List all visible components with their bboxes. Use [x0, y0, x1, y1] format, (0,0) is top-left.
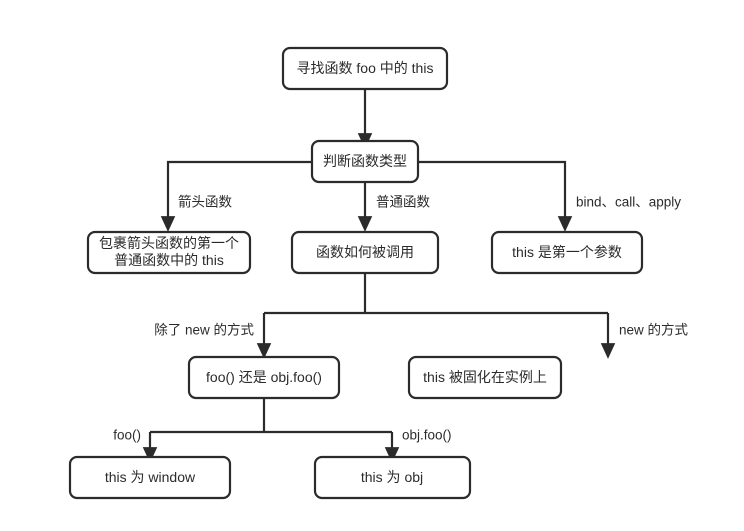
- node-fixed-inst-box: [407, 355, 563, 400]
- edge-label-new-way: new 的方式: [619, 323, 689, 338]
- edge-label-arrow-fn: 箭头函数: [178, 194, 232, 210]
- node-arrow-wrap-label-line1: 包裹箭头函数的第一个: [99, 235, 239, 251]
- node-first-arg: this 是第一个参数: [490, 230, 644, 275]
- node-foo-or-obj-label: foo() 还是 obj.foo(): [206, 369, 322, 385]
- node-arrow-wrap-label-line2: 普通函数中的 this: [114, 252, 224, 268]
- node-judge-type: 判断函数类型: [310, 139, 420, 184]
- edge-label-plain-foo: foo(): [113, 428, 141, 443]
- node-first-arg-box: [490, 230, 644, 275]
- node-start-box: [281, 46, 449, 91]
- node-arrow-wrap-box: [86, 230, 252, 275]
- node-how-called-box: [290, 230, 440, 275]
- edge-label-obj-foo: obj.foo(): [402, 428, 452, 443]
- node-foo-or-obj-box: [187, 355, 341, 400]
- edge-label-except-new: 除了 new 的方式: [154, 323, 254, 338]
- node-judge-type-label: 判断函数类型: [323, 153, 407, 169]
- node-start-label: 寻找函数 foo 中的 this: [297, 60, 434, 76]
- edge-judge-type-to-arrow-wrap: [160, 160, 312, 232]
- edge-label-bind-call-apply: bind、call、apply: [576, 195, 681, 210]
- node-this-obj-label: this 为 obj: [361, 469, 423, 485]
- edge-judge-type-to-first-arg: [418, 160, 573, 232]
- edge-label-normal-fn: 普通函数: [376, 195, 430, 210]
- node-this-window-label: this 为 window: [105, 469, 196, 485]
- node-how-called: 函数如何被调用: [290, 230, 440, 275]
- node-fixed-inst: this 被固化在实例上: [407, 355, 563, 400]
- node-arrow-wrap: 包裹箭头函数的第一个 普通函数中的 this: [86, 230, 252, 275]
- node-how-called-label: 函数如何被调用: [316, 244, 414, 260]
- node-first-arg-label: this 是第一个参数: [512, 244, 622, 260]
- node-this-window-box: [68, 455, 232, 500]
- node-fixed-inst-label: this 被固化在实例上: [423, 369, 547, 385]
- node-this-obj-box: [313, 455, 472, 500]
- node-start: 寻找函数 foo 中的 this: [281, 46, 449, 91]
- node-this-obj: this 为 obj: [313, 455, 472, 500]
- node-foo-or-obj: foo() 还是 obj.foo(): [187, 355, 341, 400]
- node-this-window: this 为 window: [68, 455, 232, 500]
- node-judge-type-box: [310, 139, 420, 184]
